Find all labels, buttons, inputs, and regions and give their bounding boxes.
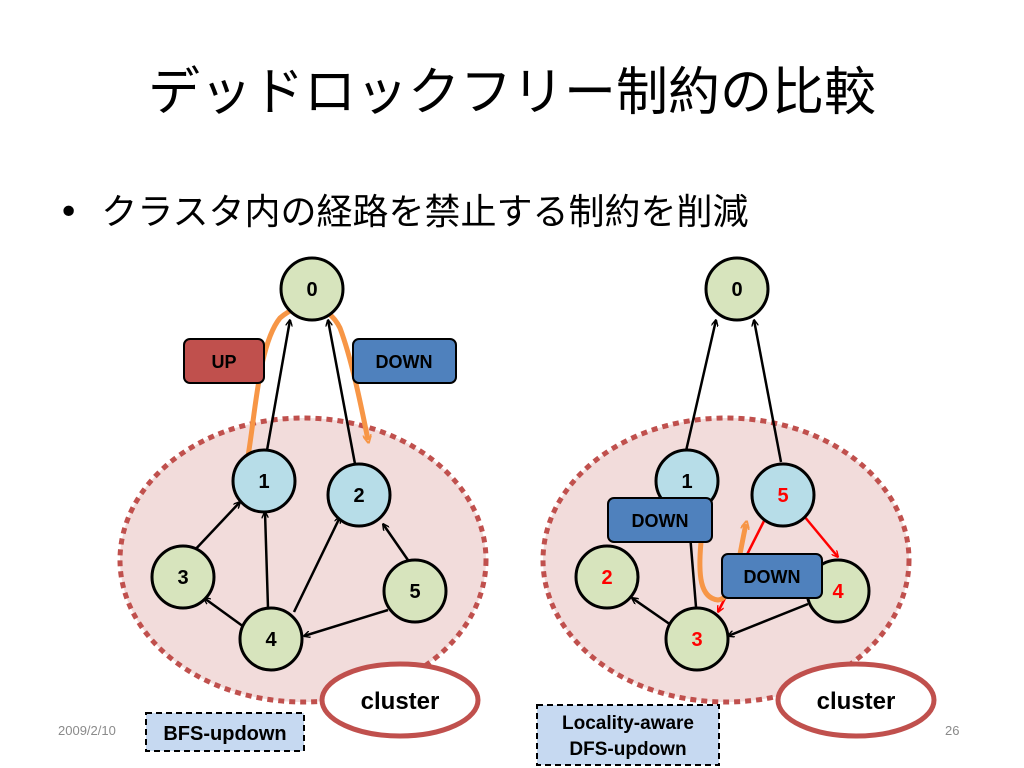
- svg-text:2: 2: [353, 485, 364, 507]
- up-label: UP: [183, 338, 265, 384]
- svg-text:0: 0: [731, 279, 742, 301]
- footer-date: 2009/2/10: [58, 723, 116, 738]
- diagram-bfs-updown: 0 1 2 3 4 5 UP DOWN: [117, 256, 489, 752]
- node-5: 5: [382, 558, 448, 624]
- edge-3-to-2: [632, 598, 672, 627]
- bullet-text: クラスタ内の経路を禁止する制約を削減: [101, 192, 749, 233]
- bullet-point: • クラスタ内の経路を禁止する制約を削減: [58, 188, 749, 238]
- svg-text:4: 4: [832, 581, 844, 603]
- node-3: 3: [664, 606, 730, 672]
- svg-text:0: 0: [306, 279, 317, 301]
- slide-title: デッドロックフリー制約の比較: [147, 63, 876, 123]
- node-1: 1: [654, 448, 720, 514]
- svg-text:DOWN: DOWN: [744, 567, 801, 587]
- svg-text:1: 1: [681, 471, 692, 493]
- bullet-dot-icon: •: [58, 192, 80, 233]
- edge-4-to-3: [204, 598, 245, 629]
- svg-text:2: 2: [601, 567, 612, 589]
- node-1: 1: [231, 448, 297, 514]
- svg-text:5: 5: [409, 581, 420, 603]
- svg-text:BFS-updown: BFS-updown: [163, 723, 286, 745]
- method-label-bfs: BFS-updown: [145, 712, 305, 752]
- svg-text:DOWN: DOWN: [376, 352, 433, 372]
- node-2: 2: [574, 544, 640, 610]
- svg-text:UP: UP: [211, 352, 236, 372]
- edge-5-to-4-red: [803, 515, 838, 557]
- edge-4-to-3: [728, 602, 809, 636]
- svg-text:DFS-updown: DFS-updown: [569, 739, 686, 760]
- node-4: 4: [238, 606, 304, 672]
- cluster-label: cluster: [319, 661, 481, 739]
- svg-text:3: 3: [177, 567, 188, 589]
- svg-text:4: 4: [265, 629, 277, 651]
- diagram-locality-aware-dfs-updown: 0 1 5 2 4 3 DOWN DOWN: [536, 256, 937, 766]
- edge-5-to-4: [304, 608, 389, 636]
- page-number: 26: [945, 723, 960, 738]
- svg-text:5: 5: [777, 485, 788, 507]
- node-2: 2: [326, 462, 392, 528]
- svg-text:1: 1: [258, 471, 269, 493]
- down-label: DOWN: [352, 338, 457, 384]
- edge-5-to-0: [754, 320, 783, 463]
- edge-1-to-0: [684, 320, 716, 452]
- node-0: 0: [279, 256, 345, 322]
- method-label-locality-dfs: Locality-aware DFS-updown: [536, 704, 720, 766]
- svg-text:DOWN: DOWN: [632, 511, 689, 531]
- svg-text:cluster: cluster: [361, 688, 440, 715]
- edge-4-to-2: [292, 517, 342, 613]
- svg-text:Locality-aware: Locality-aware: [562, 713, 694, 734]
- node-0: 0: [704, 256, 770, 322]
- down-label-2: DOWN: [721, 553, 823, 599]
- cluster-label: cluster: [775, 661, 937, 739]
- edge-1-to-0: [264, 320, 290, 457]
- edge-4-to-1: [265, 512, 270, 609]
- down-label-1: DOWN: [607, 497, 713, 543]
- svg-text:3: 3: [691, 629, 702, 651]
- cluster-region: [117, 415, 489, 705]
- edge-2-to-0: [328, 320, 357, 465]
- edge-5-to-2: [383, 524, 412, 564]
- node-5: 5: [750, 462, 816, 528]
- svg-text:cluster: cluster: [817, 688, 896, 715]
- node-3: 3: [150, 544, 216, 610]
- edge-3-to-1: [191, 502, 240, 554]
